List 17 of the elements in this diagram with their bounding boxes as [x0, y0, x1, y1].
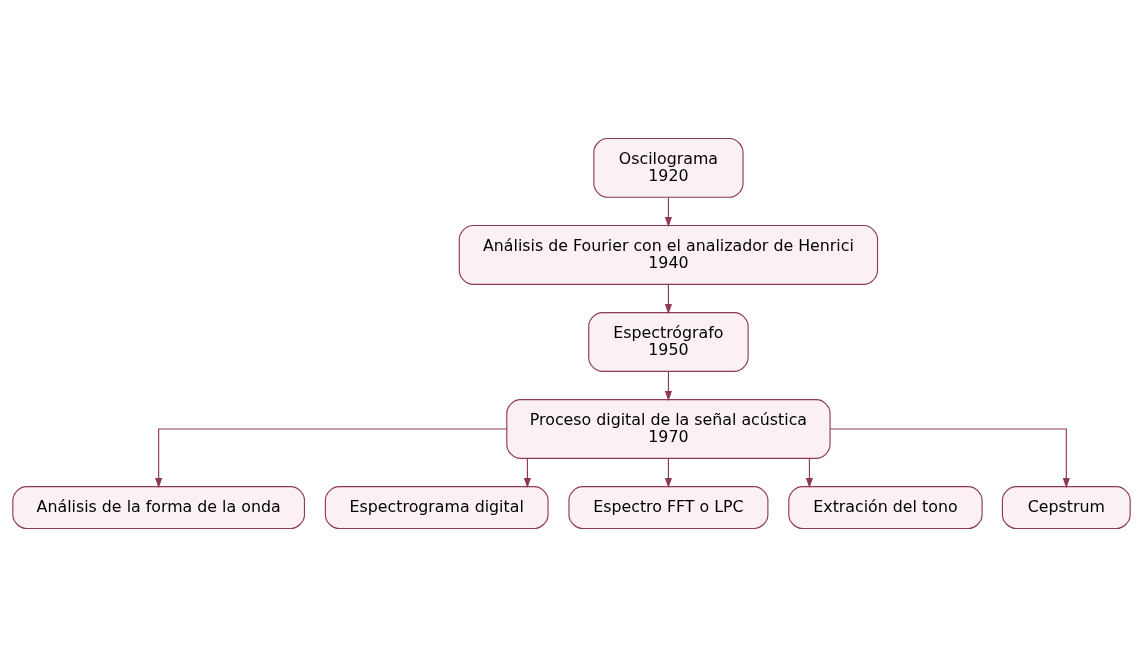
node-box: Espectrograma digital	[324, 485, 549, 529]
arrow	[664, 196, 672, 227]
node-box: Análisis de Fourier con el analizador de Henrici 1940	[458, 224, 879, 285]
arrow	[805, 457, 813, 488]
node-box: Oscilograma 1920	[593, 137, 744, 198]
arrow	[155, 427, 508, 488]
arrow	[664, 283, 672, 314]
node-box: Análisis de la forma de la onda	[12, 485, 306, 529]
arrow	[664, 370, 672, 401]
arrow	[664, 457, 672, 488]
node-box: Espectrógrafo 1950	[588, 311, 749, 372]
node-box: Extración del tono	[788, 485, 983, 529]
node-box: Espectro FFT o LPC	[568, 485, 769, 529]
arrow	[523, 457, 531, 488]
arrow	[829, 427, 1070, 488]
node-box: Cepstrum	[1001, 485, 1131, 529]
node-box: Proceso digital de la señal acústica 1970	[506, 398, 831, 459]
